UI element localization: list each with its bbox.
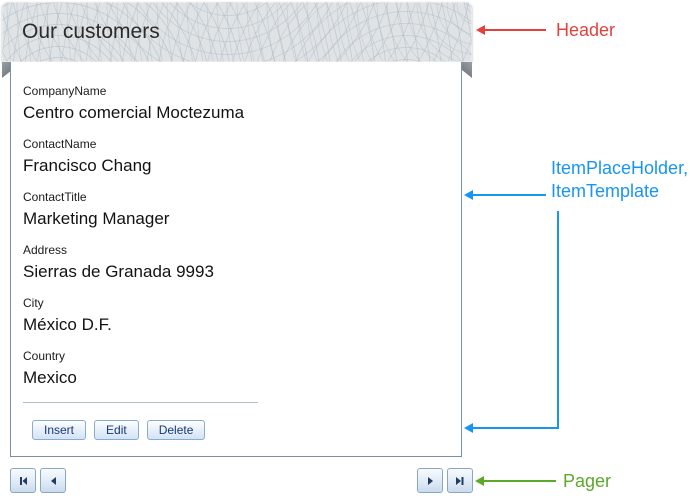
- edit-button[interactable]: Edit: [94, 420, 139, 440]
- previous-page-button[interactable]: [40, 468, 66, 493]
- pager-arrow-icon: [475, 476, 484, 486]
- insert-button[interactable]: Insert: [32, 420, 87, 440]
- field-value: Marketing Manager: [23, 209, 170, 228]
- field-contacttitle: ContactTitle Marketing Manager: [23, 190, 461, 229]
- first-page-icon: [18, 476, 28, 486]
- item-template-area: CompanyName Centro comercial Moctezuma C…: [10, 62, 462, 457]
- first-page-button[interactable]: [10, 468, 36, 493]
- field-address: Address Sierras de Granada 9993: [23, 243, 461, 282]
- field-label: City: [23, 296, 44, 310]
- item-annotation-line1: ItemPlaceHolder,: [551, 158, 689, 178]
- field-contactname: ContactName Francisco Chang: [23, 137, 461, 176]
- header-arrow-icon: [476, 25, 485, 35]
- field-label: Address: [23, 243, 68, 257]
- divider: [23, 402, 258, 403]
- formview-header: Our customers: [2, 2, 472, 62]
- item-connector-arrow-icon: [464, 423, 473, 433]
- field-value: Sierras de Granada 9993: [23, 262, 214, 281]
- previous-page-icon: [48, 476, 58, 486]
- field-value: Mexico: [23, 368, 77, 387]
- pager-arrow-line: [483, 480, 556, 482]
- item-annotation-label: ItemPlaceHolder, ItemTemplate: [551, 157, 688, 203]
- item-connector-horizontal-line: [473, 427, 559, 429]
- field-label: ContactTitle: [23, 190, 87, 204]
- last-page-icon: [455, 476, 465, 486]
- field-label: ContactName: [23, 137, 97, 151]
- header-title: Our customers: [22, 20, 160, 43]
- header-arrow-line: [484, 29, 546, 31]
- item-connector-vertical-line: [557, 211, 559, 429]
- next-page-button[interactable]: [417, 468, 443, 493]
- item-arrow-icon: [464, 190, 473, 200]
- pager-annotation-label: Pager: [563, 471, 612, 491]
- item-annotation-line2: ItemTemplate: [551, 181, 660, 201]
- field-label: Country: [23, 349, 66, 363]
- item-arrow-line: [473, 194, 546, 196]
- delete-button[interactable]: Delete: [146, 420, 206, 440]
- pager-left-group: [10, 468, 66, 493]
- field-value: Centro comercial Moctezuma: [23, 103, 245, 122]
- header-annotation-label: Header: [556, 20, 616, 40]
- field-value: Francisco Chang: [23, 156, 152, 175]
- field-country: Country Mexico: [23, 349, 461, 388]
- field-city: City México D.F.: [23, 296, 461, 335]
- pager-right-group: [417, 468, 473, 493]
- command-buttons: Insert Edit Delete: [32, 420, 461, 440]
- field-companyname: CompanyName Centro comercial Moctezuma: [23, 84, 461, 123]
- next-page-icon: [425, 476, 435, 486]
- field-label: CompanyName: [23, 84, 107, 98]
- field-value: México D.F.: [23, 315, 112, 334]
- last-page-button[interactable]: [447, 468, 473, 493]
